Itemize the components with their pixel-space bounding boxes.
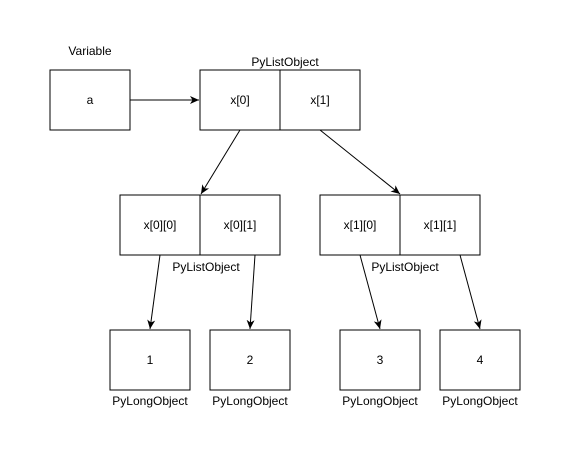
inner-list-1-type-label: PyListObject: [371, 260, 439, 274]
inner-list-1-object: x[1][0] x[1][1]: [319, 194, 481, 256]
inner-list-1-cell-1-label: x[1][1]: [424, 218, 457, 232]
arrow-x1-to-inner-list-1: [319, 129, 401, 195]
inner-list-0-cell-1: [199, 194, 281, 256]
variable-name: a: [87, 93, 94, 107]
arrow-x10-to-long-3: [359, 254, 382, 330]
arrow-x00-to-long-1: [147, 254, 161, 330]
long-object-4-type-label: PyLongObject: [442, 394, 518, 408]
outer-list-cell-1-label: x[1]: [310, 93, 329, 107]
outer-list-cell-0: [199, 69, 281, 131]
inner-list-1-cell-1: [399, 194, 481, 256]
long-object-1-type-label: PyLongObject: [112, 394, 188, 408]
long-object-3: 3: [339, 329, 421, 391]
arrow-x11-to-long-4: [459, 254, 482, 330]
outer-list-cell-0-label: x[0]: [230, 93, 249, 107]
long-object-1: 1: [109, 329, 191, 391]
outer-list-type-label: PyListObject: [251, 55, 319, 69]
arrow-x0-to-inner-list-0: [200, 129, 241, 195]
long-object-3-type-label: PyLongObject: [342, 394, 418, 408]
inner-list-0-object: x[0][0] x[0][1]: [119, 194, 281, 256]
inner-list-0-cell-1-label: x[0][1]: [224, 218, 257, 232]
long-object-1-value: 1: [147, 353, 154, 367]
outer-list-object: x[0] x[1]: [199, 69, 361, 131]
inner-list-1-cell-0: [319, 194, 401, 256]
inner-list-0-cell-0-label: x[0][0]: [144, 218, 177, 232]
long-object-2-type-label: PyLongObject: [212, 394, 288, 408]
arrow-x01-to-long-2: [246, 254, 256, 330]
variable-label: Variable: [68, 44, 111, 58]
long-object-2: 2: [209, 329, 291, 391]
inner-list-1-cell-0-label: x[1][0]: [344, 218, 377, 232]
inner-list-0-cell-0: [119, 194, 201, 256]
long-object-4-value: 4: [477, 353, 484, 367]
outer-list-cell-1: [279, 69, 361, 131]
long-object-2-value: 2: [247, 353, 254, 367]
long-object-4: 4: [439, 329, 521, 391]
inner-list-0-type-label: PyListObject: [172, 260, 240, 274]
long-object-3-value: 3: [377, 353, 384, 367]
variable-box: a: [49, 69, 131, 131]
